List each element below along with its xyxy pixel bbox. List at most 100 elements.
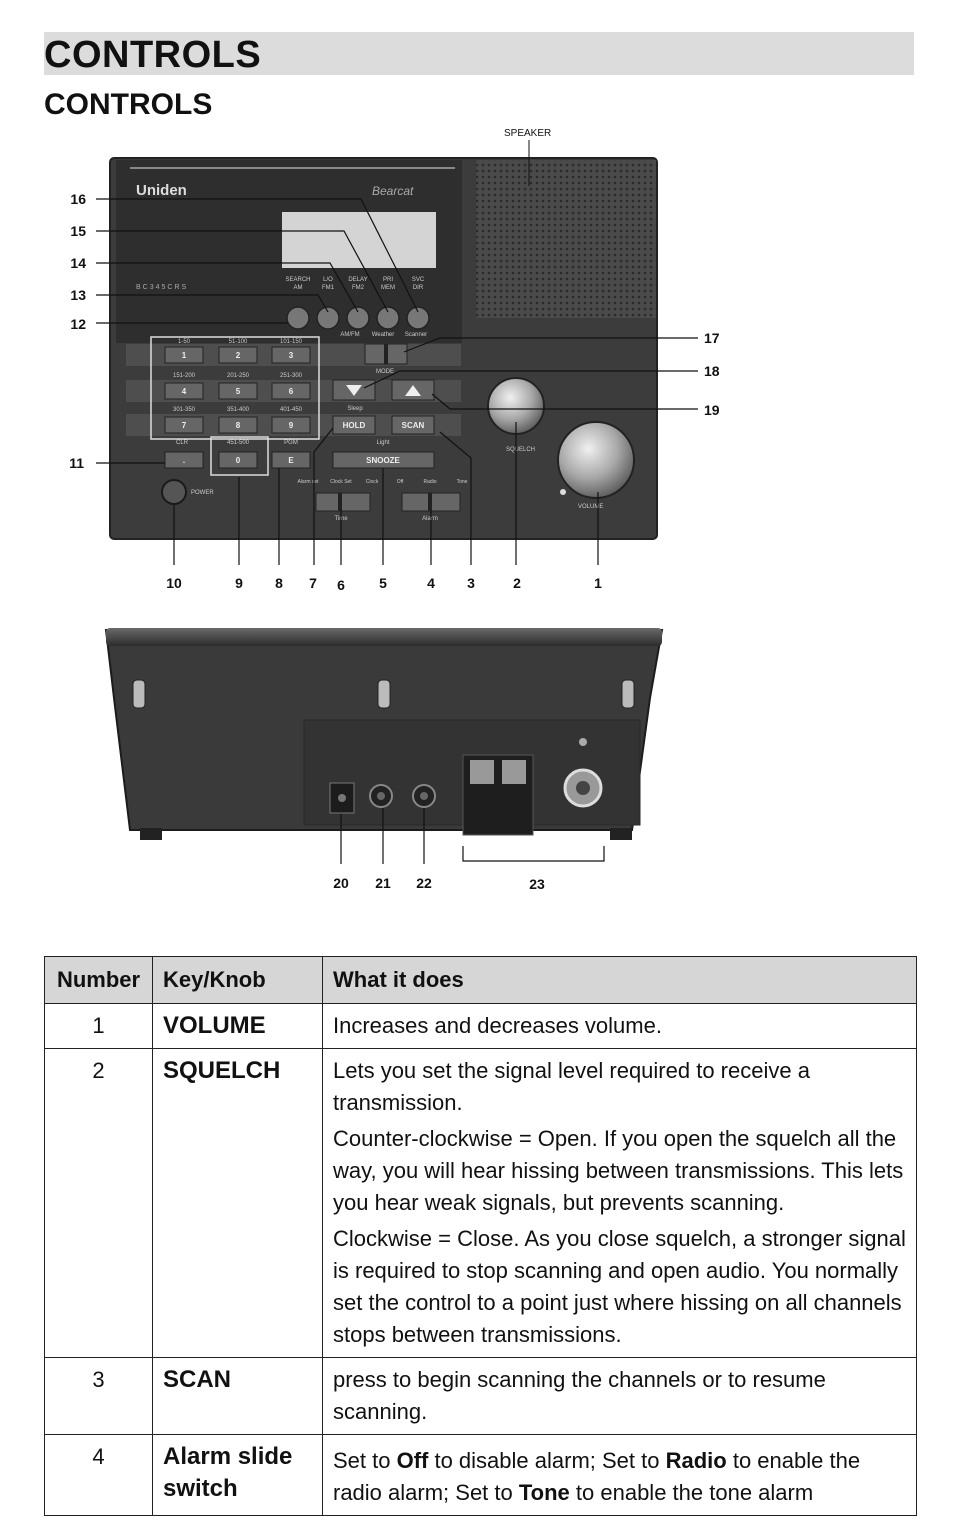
range-label-6: 301-350: [173, 407, 196, 413]
range-label-4: 201-250: [227, 373, 250, 379]
row-key: SQUELCH: [153, 1049, 323, 1358]
key-1: 1: [182, 351, 187, 360]
hold-label: HOLD: [343, 421, 366, 430]
button-label-bottom-2: FM2: [352, 285, 365, 291]
table-row: 4 Alarm slide switch Set to Off to disab…: [45, 1435, 917, 1516]
description-paragraph: press to begin scanning the channels or …: [333, 1364, 906, 1428]
table-header-row: Number Key/Knob What it does: [45, 957, 917, 1004]
clr-label: CLR: [176, 440, 189, 446]
callout-20: 20: [333, 875, 349, 891]
row-number: 1: [45, 1004, 153, 1049]
row-number: 2: [45, 1049, 153, 1358]
button-label-bottom-1: FM1: [322, 285, 335, 291]
scan-label: SCAN: [402, 421, 425, 430]
description-paragraph: Lets you set the signal level required t…: [333, 1055, 906, 1119]
speaker-grill: [476, 160, 656, 318]
callout-23: 23: [529, 876, 545, 892]
sleep-label: Sleep: [347, 406, 363, 412]
alarm-switch-label-2: Tone: [457, 479, 468, 485]
pgm-label: PGM: [284, 440, 298, 446]
callout-16: 16: [70, 191, 86, 207]
bearcat-logo: Bearcat: [372, 184, 414, 198]
callout-9: 9: [235, 575, 243, 591]
button-label-top-3: PRI: [383, 277, 393, 283]
rear-hook-left: [133, 680, 145, 708]
table-row: 1 VOLUME Increases and decreases volume.: [45, 1004, 917, 1049]
range-label-5: 251-300: [280, 373, 303, 379]
range-label-1: 51-100: [229, 339, 248, 345]
time-switch-label-0: Alarm set: [297, 479, 319, 485]
squelch-label: SQUELCH: [506, 447, 535, 453]
range-label-9: 451-500: [227, 440, 250, 446]
row-number: 3: [45, 1358, 153, 1435]
range-label-0: 1-50: [178, 339, 191, 345]
callout-14: 14: [70, 255, 86, 271]
header-what: What it does: [323, 957, 917, 1004]
row-key: Alarm slide switch: [153, 1435, 323, 1516]
button-label-bottom-3: MEM: [381, 285, 395, 291]
alarm-switch-name: Alarm: [422, 516, 438, 522]
callout-10: 10: [166, 575, 182, 591]
button-label-bottom-4: DIR: [413, 285, 424, 291]
description-paragraph: Counter-clockwise = Open. If you open th…: [333, 1123, 906, 1219]
volume-label: VOLUME: [578, 504, 603, 510]
key-8: 8: [236, 421, 241, 430]
button-label-top-4: SVC: [412, 277, 425, 283]
delay-button: [347, 307, 369, 329]
e-key-label: E: [288, 456, 294, 465]
button-label-top-2: DELAY: [348, 277, 367, 283]
row-description: Lets you set the signal level required t…: [323, 1049, 917, 1358]
speaker-label: SPEAKER: [504, 128, 551, 139]
scanner-label: Scanner: [405, 332, 427, 338]
controls-table: Number Key/Knob What it does 1 VOLUME In…: [44, 956, 917, 1516]
key-4: 4: [182, 387, 187, 396]
callout-5: 5: [379, 575, 387, 591]
key-6: 6: [289, 387, 294, 396]
callout-1: 1: [594, 575, 602, 591]
power-button: [162, 480, 186, 504]
callout-4: 4: [427, 575, 435, 591]
weather-label: Weather: [372, 332, 395, 338]
callout-17: 17: [704, 330, 720, 346]
alarm-description: Set to Off to disable alarm; Set to Radi…: [333, 1445, 906, 1509]
row-key: VOLUME: [153, 1004, 323, 1049]
callout-19: 19: [704, 402, 720, 418]
description-paragraph: Clockwise = Close. As you close squelch,…: [333, 1223, 906, 1351]
time-switch-label-1: Clock Set: [330, 479, 352, 485]
callout-3: 3: [467, 575, 475, 591]
key-5: 5: [236, 387, 241, 396]
callout-8: 8: [275, 575, 283, 591]
time-switch-label-2: Clock: [366, 479, 379, 485]
alarm-switch-label-0: Off: [397, 479, 404, 485]
am-fm-label: AM/FM: [340, 332, 359, 338]
priority-button: [377, 307, 399, 329]
time-slide-switch: [316, 493, 370, 511]
table-row: 3 SCAN press to begin scanning the chann…: [45, 1358, 917, 1435]
header-number: Number: [45, 957, 153, 1004]
callout-6: 6: [337, 577, 345, 593]
key-7: 7: [182, 421, 187, 430]
brand-logo: Uniden: [136, 182, 187, 199]
light-label: Light: [376, 440, 389, 446]
snooze-label: SNOOZE: [366, 456, 400, 465]
header-key: Key/Knob: [153, 957, 323, 1004]
callout-7: 7: [309, 575, 317, 591]
description-paragraph: Increases and decreases volume.: [333, 1010, 906, 1042]
alarm-switch-label-1: Radio: [423, 479, 436, 485]
button-label-bottom-0: AM: [294, 285, 303, 291]
search-button: [287, 307, 309, 329]
callout-12: 12: [70, 316, 86, 332]
rear-hook-right: [622, 680, 634, 708]
rear-panel-figure: 20 21 22 23: [0, 610, 954, 910]
zero-key-label: 0: [236, 456, 241, 465]
callout-22: 22: [416, 875, 432, 891]
callout-13: 13: [70, 287, 86, 303]
key-2: 2: [236, 351, 241, 360]
callout-18: 18: [704, 363, 720, 379]
lockout-button: [317, 307, 339, 329]
row-description: Set to Off to disable alarm; Set to Radi…: [323, 1435, 917, 1516]
row-description: Increases and decreases volume.: [323, 1004, 917, 1049]
service-button: [407, 307, 429, 329]
row-number: 4: [45, 1435, 153, 1516]
power-label: POWER: [191, 490, 214, 496]
